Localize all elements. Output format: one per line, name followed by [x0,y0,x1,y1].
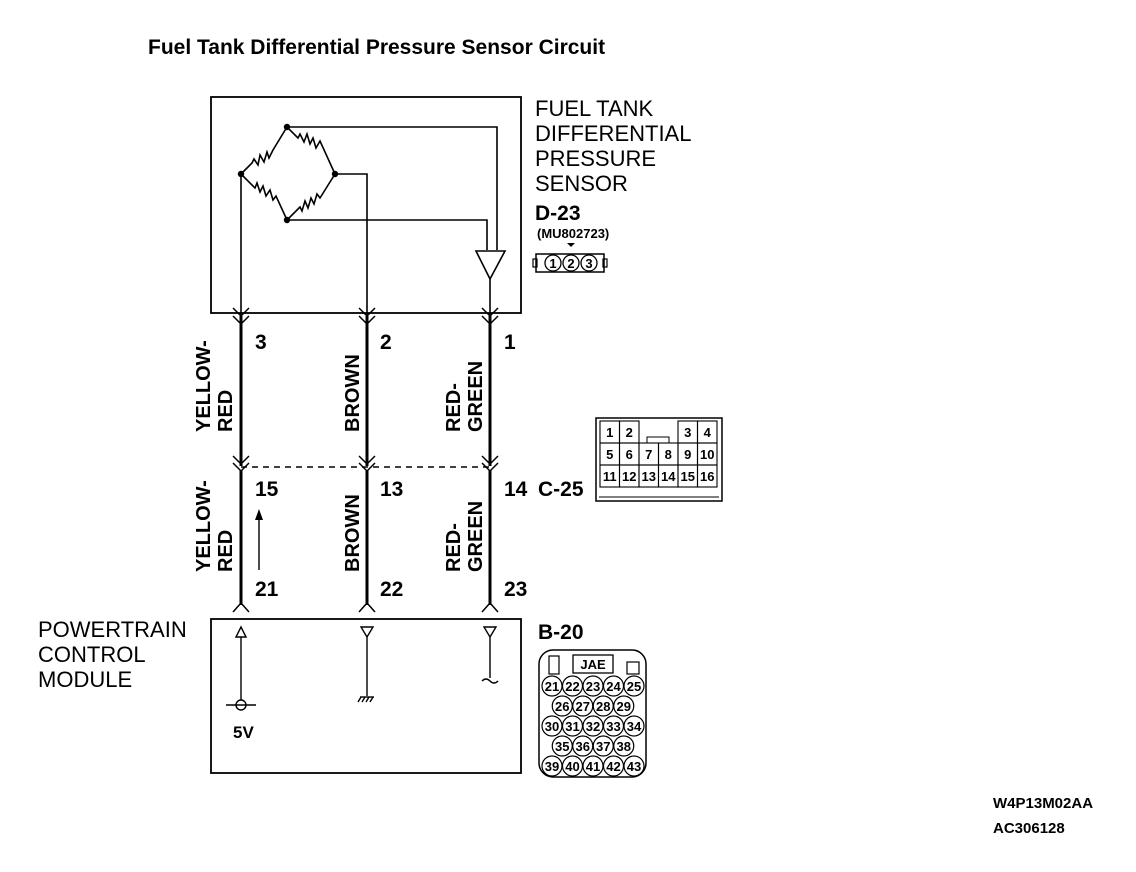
b20-pin-label: 41 [586,759,600,774]
sensor-box [210,96,522,314]
svg-text:JAE: JAE [580,657,606,672]
sensor-bridge-circuit [240,126,507,316]
b20-pin-label: 39 [545,759,559,774]
b20-pin-label: 28 [596,699,610,714]
svg-text:2: 2 [567,256,574,271]
c25-terminal-14: 14 [504,478,528,501]
sensor-part-number: (MU802723) [537,226,609,241]
b20-pin-label: 29 [617,699,631,714]
b20-pin-label: 33 [606,719,620,734]
b20-pin-label: 23 [586,679,600,694]
c25-cell-label: 16 [700,469,714,484]
b20-pin-label: 37 [596,739,610,754]
d23-connector-icon: 1 2 3 [532,243,608,273]
b20-pin-label: 24 [606,679,621,694]
wire-color-upper-2: BROWN [342,354,364,432]
b20-pin [623,675,645,697]
figure-code: W4P13M02AA [993,795,1093,812]
c25-cell-label: 2 [626,425,633,440]
b20-pin [623,715,645,737]
b20-pin-label: 36 [576,739,590,754]
c25-cell-label: 13 [642,469,656,484]
b20-pin-label: 27 [576,699,590,714]
c25-cell-label: 7 [645,447,652,462]
c25-cell-label: 6 [626,447,633,462]
b20-connector-icon: JAE 21 22 23 24 25 26 27 28 29 30 31 32 33 34 35 36 37 38… [538,649,647,778]
pcm-terminal-23: 23 [504,578,527,601]
wire-color-upper-3: RED- GREEN [443,361,487,432]
c25-cell-label: 12 [622,469,636,484]
bridge-nodes [237,123,339,224]
sensor-terminal-3: 3 [255,331,267,354]
sensor-terminal-1: 1 [504,331,516,354]
pcm-connector-id: B-20 [538,621,584,644]
b20-pin-label: 40 [565,759,579,774]
b20-pin-label: 42 [606,759,620,774]
b20-pin-label: 34 [627,719,642,734]
sensor-terminal-2: 2 [380,331,392,354]
c25-terminal-13: 13 [380,478,403,501]
sensor-name: FUEL TANK DIFFERENTIAL PRESSURE SENSOR [535,96,697,196]
b20-pin-label: 30 [545,719,559,734]
c25-key [646,436,670,444]
wire-color-lower-1: YELLOW- RED [193,475,237,572]
sensor-connector-id: D-23 [535,202,581,225]
c25-cell-label: 14 [661,469,676,484]
pcm-box [210,618,522,774]
pcm-internal-circuit [226,625,499,711]
wire-color-lower-3: RED- GREEN [443,501,487,572]
b20-pin-label: 32 [586,719,600,734]
c25-cell-label: 9 [684,447,691,462]
svg-text:3: 3 [585,256,592,271]
b20-pin-label: 21 [545,679,559,694]
wire-harness [232,307,499,613]
wire-color-upper-1: YELLOW- RED [193,335,237,432]
diagram-title: Fuel Tank Differential Pressure Sensor C… [148,36,605,59]
c25-cell-label: 3 [684,425,691,440]
c25-cell-label: 5 [606,447,613,462]
c25-cell-label: 10 [700,447,714,462]
svg-text:1: 1 [549,256,556,271]
c25-cell-label: 11 [603,469,617,484]
b20-pin [613,735,635,757]
b20-pin-label: 43 [627,759,641,774]
c25-cell-label: 1 [606,425,613,440]
b20-pin-label: 31 [565,719,579,734]
wire-color-lower-2: BROWN [342,494,364,572]
b20-pin [613,695,635,717]
c25-cell [696,464,718,488]
b20-pin-label: 22 [565,679,579,694]
b20-pin-label: 38 [617,739,631,754]
supply-5v-label: 5V [233,723,254,742]
c25-cell-label: 8 [665,447,672,462]
pcm-name: POWERTRAIN CONTROL MODULE [38,617,193,692]
b20-pin [623,755,645,777]
c25-cell-label: 4 [704,425,712,440]
pcm-terminal-21: 21 [255,578,279,601]
c25-connector-id: C-25 [538,478,584,501]
b20-pin-label: 26 [555,699,569,714]
c25-terminal-15: 15 [255,478,279,501]
pcm-terminal-22: 22 [380,578,403,601]
b20-pin-label: 35 [555,739,569,754]
c25-cell-label: 15 [681,469,695,484]
figure-ref-number: AC306128 [993,820,1065,837]
b20-pin-label: 25 [627,679,641,694]
